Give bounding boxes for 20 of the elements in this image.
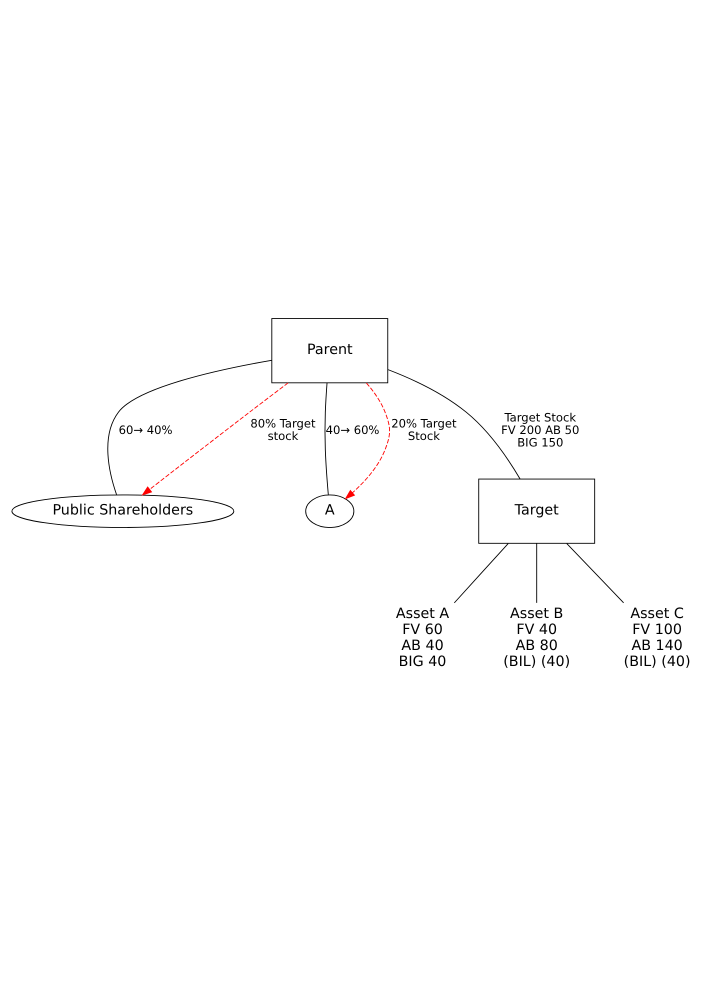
- edge-label: 80% Target stock: [250, 416, 316, 443]
- node-ellipse: Public Shareholders: [11, 494, 234, 528]
- edge-label: Target Stock FV 200 AB 50 BIG 150: [501, 410, 580, 449]
- node-text: Asset B FV 40 AB 80 (BIL) (40): [503, 606, 570, 670]
- connector: [566, 542, 624, 603]
- node-box: Target: [478, 478, 596, 544]
- arrow: [141, 382, 288, 496]
- connector: [454, 542, 509, 603]
- node-box: Parent: [271, 318, 388, 383]
- edge-label: 20% Target Stock: [391, 416, 456, 443]
- node-ellipse: A: [305, 494, 354, 528]
- node-text: Asset A FV 60 AB 40 BIG 40: [396, 606, 450, 670]
- arrow: [344, 382, 390, 500]
- connector: [107, 359, 272, 495]
- edge-label: 60→ 40%: [118, 422, 173, 436]
- connector: [324, 382, 329, 495]
- connector: [388, 368, 521, 480]
- node-text: Asset C FV 100 AB 140 (BIL) (40): [624, 606, 691, 670]
- connector: [536, 542, 538, 603]
- edge-label: 40→ 60%: [326, 422, 380, 436]
